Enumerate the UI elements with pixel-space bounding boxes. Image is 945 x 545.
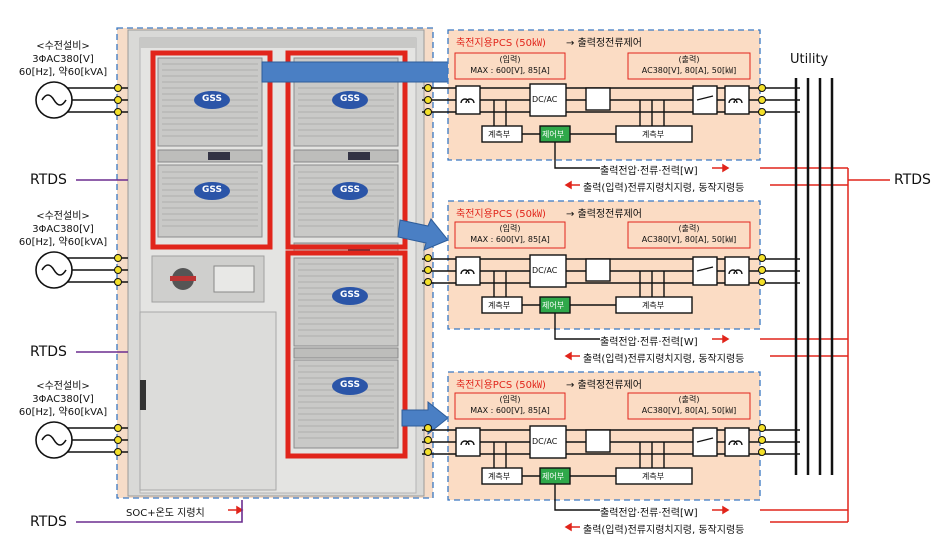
dcac-label-2: DC/AC [532,266,558,275]
pcs-title-3: 축전지용PCS (50㎾) [456,380,546,391]
gss-logo-4: GSS [340,185,360,195]
output-values: AC380[V], 80[A], 50[㎾] [641,66,737,75]
gss-logo-5: GSS [340,290,360,300]
supply-header: <수전설비> [36,211,90,222]
control-label-3: 제어부 [542,472,565,481]
supply-spec2: 60[Hz], 약60[kVA] [18,407,108,418]
out-label-1a: 출력전압·전류·전력[W] [600,166,698,177]
output-header: (출력) [678,224,700,233]
gss-logo-6: GSS [340,380,360,390]
input-values: MAX : 600[V], 85[A] [470,235,550,244]
supply-label-3: <수전설비> 3ΦAC380[V] 60[Hz], 약60[kVA] [8,380,118,419]
input-values: MAX : 600[V], 85[A] [470,406,550,415]
breaker-window [213,265,255,293]
pcs-mode-2: → 출력정전류제어 [566,209,642,220]
rtds-label-right: RTDS [894,172,931,188]
measure-label-3a: 계측부 [488,472,511,481]
rtds-label-2: RTDS [30,344,67,360]
supply-label-1: <수전설비> 3ΦAC380[V] 60[Hz], 약60[kVA] [8,40,118,79]
cabinet-top [140,38,416,48]
pcs-mode-1: → 출력정전류제어 [566,38,642,49]
rtds-label-3: RTDS [30,514,67,530]
output-header: (출력) [678,395,700,404]
supply-spec2: 60[Hz], 약60[kVA] [18,67,108,78]
output-spec-2: (출력) AC380[V], 80[A], 50[㎾] [628,223,750,245]
measure-label-3b: 계측부 [642,472,665,481]
input-header: (입력) [499,55,521,64]
rtds-label-1: RTDS [30,172,67,188]
gss-logo-3: GSS [340,94,360,104]
cabinet-door [139,311,277,491]
pcs-circuit-3 [422,425,800,511]
output-values: AC380[V], 80[A], 50[㎾] [641,406,737,415]
output-spec-1: (출력) AC380[V], 80[A], 50[㎾] [628,54,750,76]
dcac-label-3: DC/AC [532,437,558,446]
input-spec-2: (입력) MAX : 600[V], 85[A] [455,223,565,245]
input-values: MAX : 600[V], 85[A] [470,66,550,75]
measure-label-2a: 계측부 [488,301,511,310]
red-highlights [150,50,408,459]
control-label-2: 제어부 [542,301,565,310]
pcs-circuit-1 [422,83,800,169]
out-label-1b: 출력(입력)전류지령치지령, 동작지령등 [583,183,745,194]
measure-label-1a: 계측부 [488,130,511,139]
measure-label-2b: 계측부 [642,301,665,310]
out-label-2a: 출력전압·전류·전력[W] [600,337,698,348]
input-header: (입력) [499,224,521,233]
supply-header: <수전설비> [36,41,90,52]
utility-label: Utility [790,52,829,67]
out-label-2b: 출력(입력)전류지령치지령, 동작지령등 [583,354,745,365]
breaker-handle [170,276,196,281]
output-header: (출력) [678,55,700,64]
gss-badges [194,91,368,395]
red-small-arrows [228,163,730,532]
inverter-modules [157,57,399,449]
input-header: (입력) [499,395,521,404]
pcs-title-1: 축전지용PCS (50㎾) [456,38,546,49]
supply-spec1: 3ΦAC380[V] [32,54,94,65]
control-label-1: 제어부 [542,130,565,139]
terminal-dots [114,84,766,456]
out-label-3b: 출력(입력)전류지령치지령, 동작지령등 [583,525,745,536]
gss-logo-2: GSS [202,185,222,195]
ac-sine-icons [41,94,67,446]
supply-spec1: 3ΦAC380[V] [32,224,94,235]
rtds-purple-lines [76,179,243,523]
supply-label-2: <수전설비> 3ΦAC380[V] 60[Hz], 약60[kVA] [8,210,118,249]
pcs-circuit-2 [422,254,800,340]
output-spec-3: (출력) AC380[V], 80[A], 50[㎾] [628,394,750,416]
pcs-mode-3: → 출력정전류제어 [566,380,642,391]
dcac-label-1: DC/AC [532,95,558,104]
input-spec-1: (입력) MAX : 600[V], 85[A] [455,54,565,76]
rtds-red-lines [760,167,890,523]
door-handle [140,380,146,410]
supply-header: <수전설비> [36,381,90,392]
soc-label: SOC+온도 지령치 [126,508,205,519]
measure-label-1b: 계측부 [642,130,665,139]
input-spec-3: (입력) MAX : 600[V], 85[A] [455,394,565,416]
pcs-title-2: 축전지용PCS (50㎾) [456,209,546,220]
out-label-3a: 출력전압·전류·전력[W] [600,508,698,519]
supply-spec2: 60[Hz], 약60[kVA] [18,237,108,248]
supply-spec1: 3ΦAC380[V] [32,394,94,405]
utility-bus [794,78,834,475]
blue-arrows [261,54,471,436]
output-values: AC380[V], 80[A], 50[㎾] [641,235,737,244]
gss-logo-1: GSS [202,94,222,104]
